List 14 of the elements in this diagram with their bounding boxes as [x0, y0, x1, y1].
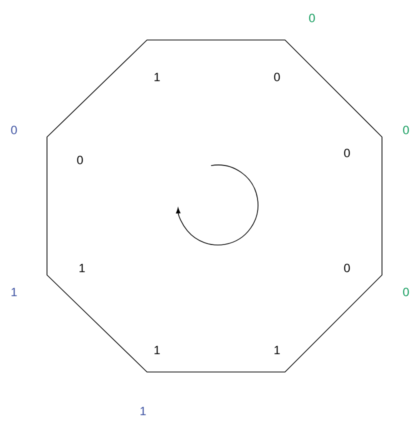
edge-digit: 0 — [344, 264, 350, 272]
edge-digit: 1 — [154, 346, 160, 354]
edge-digit: 1 — [80, 264, 85, 272]
edge-digit: 1 — [274, 346, 280, 354]
edge-digit: 0 — [274, 72, 280, 82]
vertex-digit: 0 — [11, 126, 17, 134]
vertex-digit: 0 — [309, 14, 315, 22]
vertex-digit: 0 — [403, 126, 409, 134]
vertex-digit: 1 — [140, 406, 146, 416]
vertex-digit: 1 — [12, 288, 17, 296]
edge-digit: 0 — [344, 148, 350, 158]
edge-digit: 1 — [154, 72, 160, 82]
vertex-digit: 0 — [403, 288, 409, 296]
edge-digit: 0 — [77, 156, 83, 164]
